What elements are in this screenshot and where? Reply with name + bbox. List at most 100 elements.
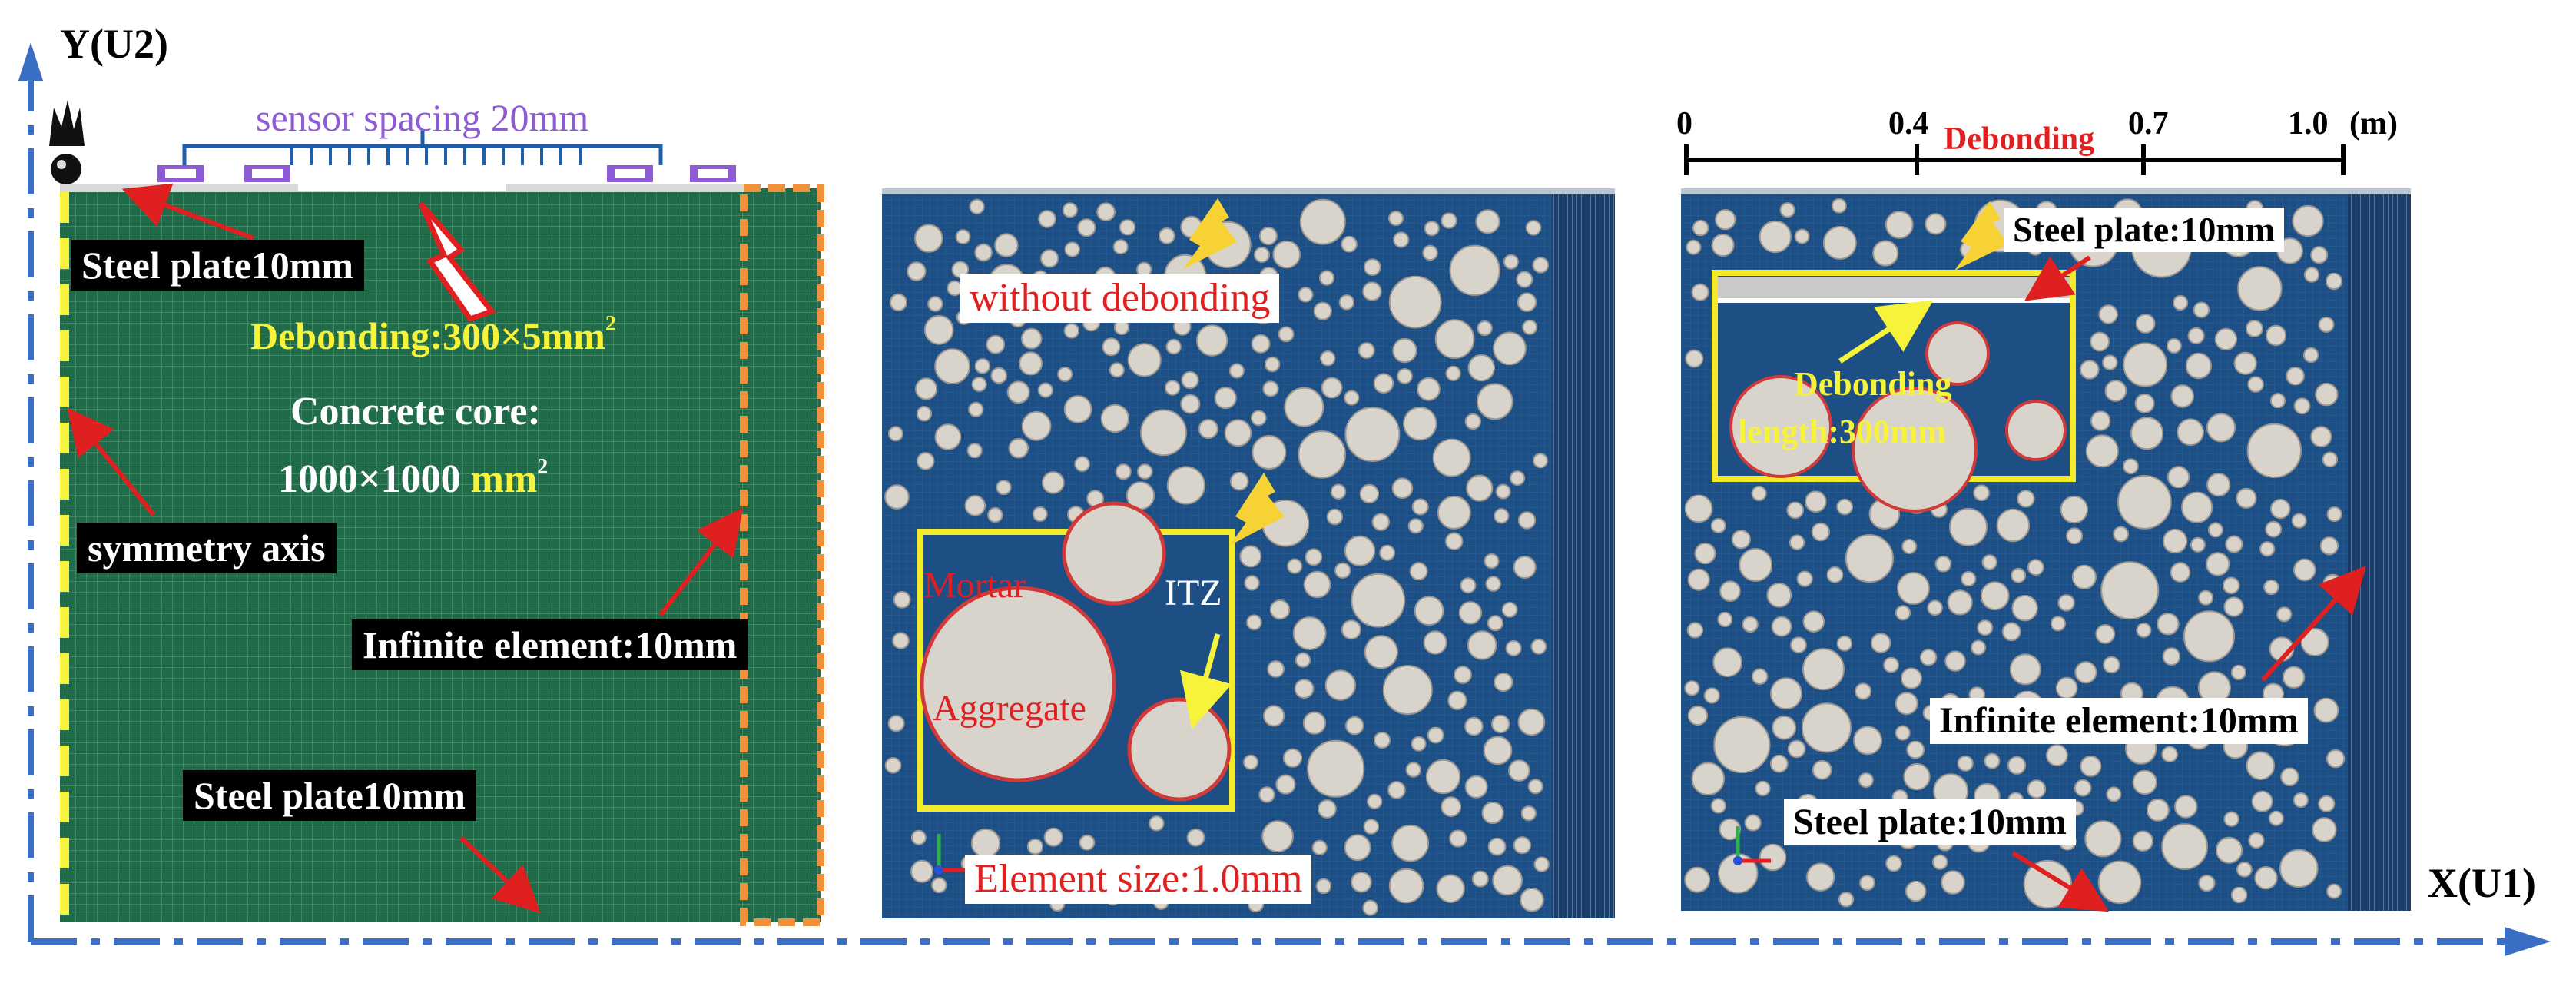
aggregate-particle — [2246, 423, 2302, 478]
aggregate-particle — [1533, 453, 1548, 469]
aggregate-particle — [2071, 564, 2097, 590]
aggregate-particle — [971, 377, 987, 392]
aggregate-particle — [1109, 362, 1125, 378]
arrow-steel-plate-top — [2024, 255, 2091, 301]
scale-debonding-label: Debonding — [1944, 121, 2095, 157]
aggregate-particle — [1458, 601, 1483, 625]
aggregate-particle — [2236, 861, 2253, 878]
aggregate-particle — [1771, 616, 1792, 637]
aggregate-particle — [1731, 530, 1751, 550]
aggregate-particle — [1905, 880, 1927, 902]
aggregate-particle — [1445, 365, 1461, 381]
aggregate-particle — [1471, 870, 1489, 888]
aggregate-particle — [2167, 466, 2190, 489]
aggregate-particle — [1165, 338, 1182, 355]
aggregate-particle — [2123, 458, 2139, 474]
aggregate-particle — [1411, 736, 1427, 752]
aggregate-particle — [1513, 836, 1532, 855]
aggregate-particle — [2123, 342, 2168, 387]
infinite-element-label: Infinite element:10mm — [1930, 698, 2308, 744]
aggregate-particle — [1127, 343, 1162, 377]
aggregate-particle — [1897, 572, 1930, 605]
aggregate-particle — [2046, 744, 2068, 767]
aggregate-particle — [1977, 619, 1994, 636]
aggregate-particle — [1382, 665, 1433, 716]
aggregate-particle — [1533, 856, 1550, 872]
aggregate-particle — [1805, 490, 1827, 513]
aggregate-particle — [1826, 566, 1844, 583]
aggregate-particle — [1393, 231, 1410, 248]
debonding-length-label-line1: Debonding — [1794, 365, 1952, 403]
aggregate-particle — [1949, 507, 1988, 546]
aggregate-particle — [1719, 580, 1741, 603]
aggregate-particle — [1359, 483, 1380, 504]
aggregate-particle — [1246, 614, 1262, 631]
aggregate-particle — [1927, 599, 1943, 616]
aggregate-particle — [2009, 653, 2041, 686]
aggregate-particle — [1042, 471, 1065, 494]
aggregate-particle — [1423, 630, 1447, 655]
aggregate-particle — [1685, 349, 1704, 368]
aggregate-particle — [1278, 326, 1295, 343]
aggregate-particle — [1481, 801, 1504, 825]
aggregate-particle — [2117, 475, 2172, 530]
aggregate-particle — [2300, 628, 2329, 656]
without-debonding-label: without debonding — [960, 274, 1280, 323]
panel-left — [49, 100, 824, 926]
aggregate-particle — [1715, 209, 1736, 231]
aggregate-particle — [1351, 573, 1406, 628]
aggregate-particle — [1794, 228, 1810, 244]
aggregate-particle — [2263, 579, 2279, 596]
aggregate-particle — [1838, 892, 1855, 908]
aggregate-particle — [1284, 387, 1324, 427]
aggregate-particle — [2066, 527, 2084, 545]
aggregate-particle — [2293, 792, 2309, 809]
aggregate-particle — [1318, 799, 1337, 819]
aggregate-particle — [2315, 383, 2339, 407]
aggregate-particle — [1062, 202, 1078, 218]
scale-tick-0-7: 0.7 — [2128, 106, 2169, 141]
steel-plate-top-label: Steel plate10mm — [71, 240, 365, 291]
aggregate-particle — [969, 198, 985, 214]
aggregate-particle — [2097, 860, 2142, 905]
aggregate-particle — [2162, 647, 2181, 666]
aggregate-particle — [1467, 630, 1497, 660]
aggregate-particle — [1414, 596, 1444, 626]
aggregate-particle — [1476, 383, 1513, 420]
aggregate-particle — [1311, 839, 1328, 856]
aggregate-particle — [1796, 570, 1813, 587]
aggregate-particle — [889, 293, 908, 311]
aggregate-particle — [1901, 539, 1918, 554]
aggregate-particle — [2080, 755, 2102, 777]
aggregate-particle — [1371, 513, 1391, 531]
aggregate-particle — [1441, 796, 1462, 818]
aggregate-particle — [1040, 249, 1059, 268]
aggregate-particle — [1252, 435, 1287, 470]
aggregate-particle — [2183, 610, 2236, 663]
aggregate-particle — [1305, 548, 1323, 566]
aggregate-particle — [1691, 762, 1726, 796]
aggregate-particle — [1432, 438, 1471, 477]
aggregate-particle — [2134, 393, 2155, 413]
aggregate-particle — [1934, 556, 1952, 573]
aggregate-particle — [1021, 410, 1052, 441]
infinite-element-strip — [2348, 188, 2411, 911]
aggregate-particle — [1883, 656, 1900, 673]
aggregate-particle — [1687, 568, 1710, 591]
aggregate-particle — [1324, 669, 1357, 701]
aggregate-particle — [1491, 714, 1510, 734]
aggregate-particle — [2174, 795, 2198, 819]
aggregate-particle — [1020, 327, 1043, 350]
arrow-steel-plate-bottom — [2011, 851, 2110, 912]
aggregate-particle — [910, 829, 927, 845]
aggregate-particle — [1802, 610, 1825, 633]
aggregate-particle — [934, 348, 970, 385]
steel-plate-top-label: Steel plate:10mm — [2004, 208, 2285, 252]
inset-aggregates — [1729, 321, 2067, 513]
aggregate-particle — [2326, 883, 2342, 899]
aggregate-particle — [1919, 649, 1938, 666]
aggregate-particle — [974, 358, 991, 374]
aggregate-particle — [1713, 716, 1771, 774]
aggregate-particle — [934, 423, 962, 450]
aggregate-particle — [1405, 762, 1422, 778]
